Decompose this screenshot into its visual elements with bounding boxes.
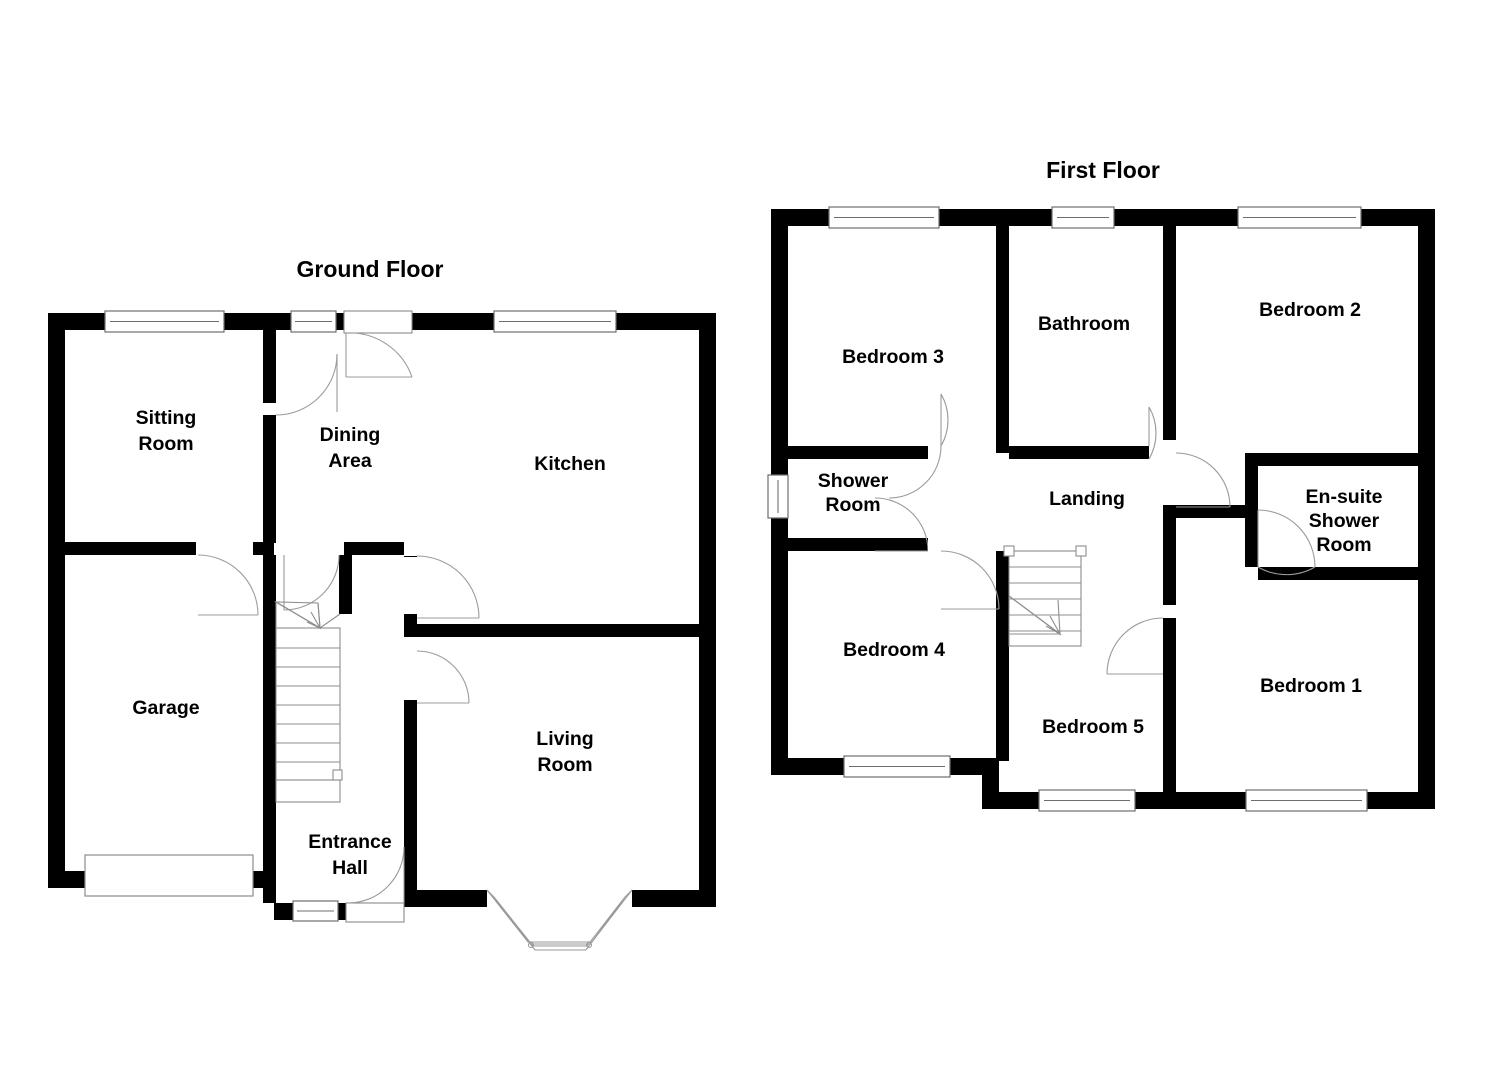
door-bedroom-3: [888, 393, 949, 499]
label-bathroom: Bathroom: [1038, 313, 1130, 335]
label-en-suite: En-suite: [1306, 486, 1383, 508]
window-bedroom-4: [843, 755, 951, 778]
ground-floor-plan: Ground Floor Sitting Room Dining Area Ki…: [48, 256, 716, 951]
door-en-suite: [1245, 509, 1316, 580]
label-sitting-room: Sitting: [136, 407, 197, 429]
label-en-suite-line3: Room: [1316, 534, 1371, 556]
door-bathroom: [1148, 406, 1163, 460]
first-floor-windows: [767, 206, 1368, 812]
first-floor-plan: First Floor Bedroom 3 Bathroom Bedroom 2…: [767, 157, 1435, 812]
window-shower-room: [767, 474, 789, 519]
label-landing: Landing: [1049, 488, 1125, 510]
window-bedroom-1: [1245, 789, 1368, 812]
label-en-suite-line2: Shower: [1309, 510, 1380, 532]
door-front-entrance: [345, 846, 405, 923]
label-bedroom-5: Bedroom 5: [1042, 716, 1144, 738]
label-bedroom-1: Bedroom 1: [1260, 675, 1362, 697]
staircase-ground: [273, 601, 343, 803]
ground-floor-title: Ground Floor: [297, 256, 444, 282]
window-entrance-hall: [292, 900, 339, 922]
label-dining-area: Dining: [320, 424, 381, 446]
label-entrance-hall-line2: Hall: [332, 857, 368, 879]
label-shower-room: Shower: [818, 470, 889, 492]
door-bedroom-4: [928, 538, 1000, 610]
label-sitting-room-line2: Room: [138, 433, 193, 455]
window-bathroom: [1051, 206, 1115, 229]
ground-floor-walls: [48, 313, 716, 920]
window-bedroom-5: [1038, 789, 1136, 812]
staircase-first: [1003, 545, 1087, 647]
window-bedroom-3: [828, 206, 940, 229]
window-kitchen: [493, 310, 617, 333]
door-sitting-room: [196, 542, 259, 616]
ground-floor-labels: Ground Floor Sitting Room Dining Area Ki…: [132, 256, 605, 879]
door-back-entry: [343, 310, 413, 378]
ground-floor-windows: [104, 310, 617, 922]
door-kitchen: [404, 542, 480, 619]
window-sitting-room: [104, 310, 225, 333]
label-garage: Garage: [132, 697, 199, 719]
door-dining-to-hall: [283, 542, 344, 611]
door-living-room: [404, 637, 470, 704]
garage-door: [84, 854, 254, 897]
window-bedroom-2: [1237, 206, 1362, 229]
label-bedroom-2: Bedroom 2: [1259, 299, 1361, 321]
label-living-room: Living: [536, 728, 593, 750]
bay-window-living-room: [486, 889, 633, 951]
label-bedroom-3: Bedroom 3: [842, 346, 944, 368]
ground-floor-doors: [196, 310, 480, 923]
label-bedroom-4: Bedroom 4: [843, 639, 945, 661]
first-floor-title: First Floor: [1046, 157, 1160, 183]
door-bedroom-1: [1106, 605, 1176, 675]
label-shower-room-line2: Room: [825, 494, 880, 516]
label-kitchen: Kitchen: [534, 453, 606, 475]
label-living-room-line2: Room: [537, 754, 592, 776]
door-sitting-to-dining-upper: [263, 353, 338, 416]
label-dining-area-line2: Area: [328, 450, 372, 472]
label-entrance-hall: Entrance: [308, 831, 392, 853]
window-dining-area: [290, 310, 337, 333]
first-floor-doors: [874, 393, 1316, 675]
first-floor-labels: First Floor Bedroom 3 Bathroom Bedroom 2…: [818, 157, 1383, 738]
door-bedroom-2: [1163, 440, 1231, 508]
